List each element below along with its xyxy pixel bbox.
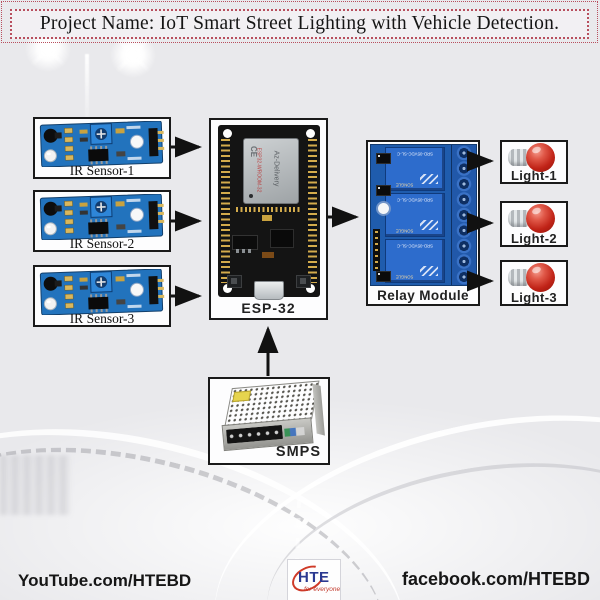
relay-3: SRD-05VDC-SL-C SONGLE (384, 239, 445, 283)
logo-text: HTE (298, 569, 330, 586)
optocoupler (375, 271, 391, 282)
mounting-hole (375, 201, 391, 216)
light-1-label: Light-1 (510, 168, 558, 183)
light-1-box: Light-1 (500, 140, 568, 184)
hte-logo: HTE for everyone (287, 559, 341, 600)
light-2-label: Light-2 (510, 231, 558, 246)
title-banner: Project Name: IoT Smart Street Lighting … (10, 9, 589, 39)
relay-brand: SONGLE (395, 274, 413, 279)
smps-side-panel (312, 383, 325, 436)
bulb-image (506, 143, 562, 172)
pin-header-left (220, 139, 230, 283)
control-pin-header (372, 229, 380, 271)
relay-marking: SRD-05VDC-SL-C (396, 243, 433, 248)
smps-label: SMPS (275, 444, 321, 460)
bulb-socket (508, 149, 528, 166)
relay-module-box: SRD-05VDC-SL-C SONGLE SRD-05VDC-SL-C SON… (366, 140, 480, 306)
bulb-glass (526, 204, 555, 233)
ir-sensor-2-label: IR Sensor-2 (69, 236, 135, 251)
ir-sensor-image (36, 121, 168, 165)
city-silhouette (0, 455, 70, 515)
light-2-box: Light-2 (500, 201, 568, 247)
light-3-box: Light-3 (500, 260, 568, 306)
youtube-handle: YouTube.com/HTEBD (18, 571, 192, 590)
esp32-box: Az-Delivery ESP32-WROOM-32 CE ESP-32 (209, 118, 328, 320)
project-title: Project Name: IoT Smart Street Lighting … (39, 13, 560, 34)
esp32-shield: Az-Delivery ESP32-WROOM-32 CE (242, 138, 299, 204)
smps-box: SMPS (208, 377, 330, 465)
esp32-board-image: Az-Delivery ESP32-WROOM-32 CE (217, 125, 320, 300)
en-button (226, 275, 242, 288)
ir-sensor-3-label: IR Sensor-3 (69, 311, 135, 326)
bulb-glass (526, 263, 555, 292)
ir-sensor-2-box: IR Sensor-2 (33, 190, 171, 252)
bulb-image (506, 263, 562, 292)
shield-brand-text: Az-Delivery (271, 150, 279, 187)
boot-button (295, 275, 311, 288)
terminal-blocks (450, 145, 476, 285)
bulb-glass (526, 143, 555, 172)
optocoupler (375, 185, 391, 196)
smps-image (216, 380, 325, 452)
smps-terminal-strip (226, 424, 284, 444)
usb-uart-chip (269, 229, 294, 248)
mounting-hole (305, 284, 315, 293)
smd-component (261, 215, 272, 221)
relay-brand: SONGLE (395, 182, 413, 187)
ir-sensor-image (36, 194, 168, 238)
facebook-handle: facebook.com/HTEBD (401, 569, 590, 589)
relay-1: SRD-05VDC-SL-C SONGLE (384, 147, 445, 191)
title-banner-frame: Project Name: IoT Smart Street Lighting … (1, 1, 598, 43)
micro-usb-port (253, 281, 284, 300)
relay-module-label: Relay Module (377, 288, 469, 303)
lane-marking (294, 497, 302, 569)
warning-sticker (232, 390, 252, 403)
relay-marking: SRD-05VDC-SL-C (396, 151, 433, 156)
ce-mark: CE (248, 145, 258, 158)
bulb-image (506, 204, 562, 233)
ir-sensor-1-label: IR Sensor-1 (69, 163, 135, 178)
voltage-regulator (231, 235, 258, 253)
ir-sensor-image (36, 269, 168, 313)
relay-marking: SRD-05VDC-SL-C (396, 197, 433, 202)
relay-brand: SONGLE (395, 228, 413, 233)
street-light-pole (85, 54, 89, 120)
optocoupler (375, 153, 391, 164)
light-3-label: Light-3 (510, 290, 558, 305)
pin-header-right (307, 139, 317, 283)
ir-sensor-3-box: IR Sensor-3 (33, 265, 171, 327)
solder-pad-row (235, 207, 302, 212)
smps-wires (284, 426, 305, 437)
bulb-socket (508, 210, 528, 227)
logo-tagline: for everyone (304, 586, 341, 593)
mounting-hole (222, 129, 232, 138)
bulb-socket (508, 269, 528, 286)
antenna-dot (248, 194, 253, 198)
mounting-hole (305, 129, 315, 138)
smd-component (261, 252, 274, 258)
esp32-label: ESP-32 (241, 300, 296, 316)
relay-board-image: SRD-05VDC-SL-C SONGLE SRD-05VDC-SL-C SON… (369, 144, 477, 286)
mounting-hole (222, 284, 232, 293)
relay-2: SRD-05VDC-SL-C SONGLE (384, 193, 445, 237)
ir-sensor-1-box: IR Sensor-1 (33, 117, 171, 179)
